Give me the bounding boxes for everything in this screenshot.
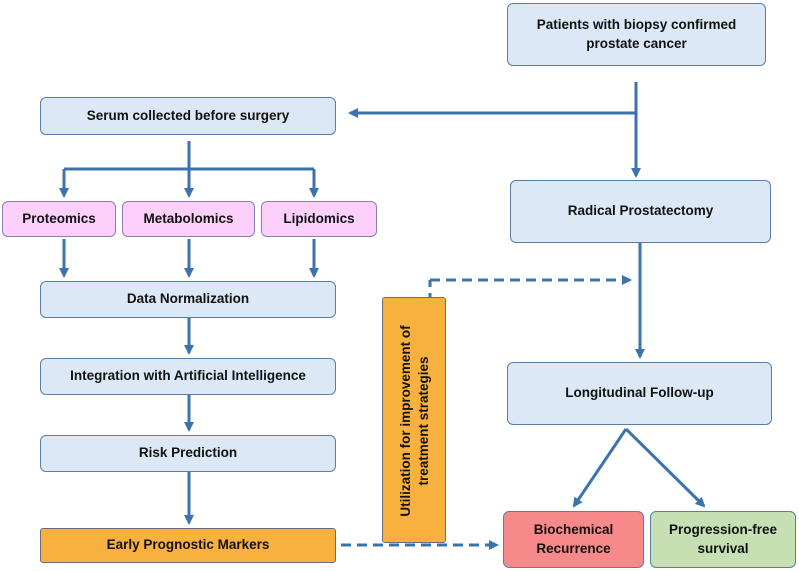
ai-label: Integration with Artificial Intelligence: [70, 368, 306, 384]
pfs-label: Progression-free survival: [668, 522, 778, 556]
lipidomics-label: Lipidomics: [283, 210, 355, 226]
biochemical-label: Biochemical Recurrence: [533, 522, 614, 556]
prostatectomy-label: Radical Prostatectomy: [567, 203, 714, 219]
normalization-label: Data Normalization: [126, 291, 250, 307]
markers-label: Early Prognostic Markers: [106, 537, 270, 553]
patients-box: Patients with biopsy confirmed prostate …: [507, 3, 766, 66]
ai-box: Integration with Artificial Intelligence: [40, 358, 336, 395]
metabolomics-box: Metabolomics: [122, 201, 255, 237]
proteomics-label: Proteomics: [22, 210, 96, 226]
prostatectomy-box: Radical Prostatectomy: [510, 180, 771, 243]
lipidomics-box: Lipidomics: [261, 201, 377, 237]
normalization-box: Data Normalization: [40, 281, 336, 318]
utilization-label: Utilization for improvement of treatment…: [397, 325, 431, 517]
risk-box: Risk Prediction: [40, 435, 336, 472]
risk-label: Risk Prediction: [138, 445, 238, 461]
serum-box: Serum collected before surgery: [40, 97, 336, 135]
utilization-box: Utilization for improvement of treatment…: [382, 297, 446, 543]
followup-box: Longitudinal Follow-up: [507, 362, 772, 425]
arrow-followup-to-biochemical: [572, 428, 628, 508]
metabolomics-label: Metabolomics: [143, 210, 234, 226]
followup-label: Longitudinal Follow-up: [565, 385, 714, 401]
serum-label: Serum collected before surgery: [86, 107, 290, 123]
patients-label: Patients with biopsy confirmed prostate …: [536, 17, 737, 51]
pfs-box: Progression-free survival: [650, 511, 796, 568]
biochemical-box: Biochemical Recurrence: [503, 511, 644, 568]
proteomics-box: Proteomics: [2, 201, 116, 237]
arrow-followup-to-pfs: [624, 427, 706, 508]
markers-box: Early Prognostic Markers: [40, 528, 336, 563]
